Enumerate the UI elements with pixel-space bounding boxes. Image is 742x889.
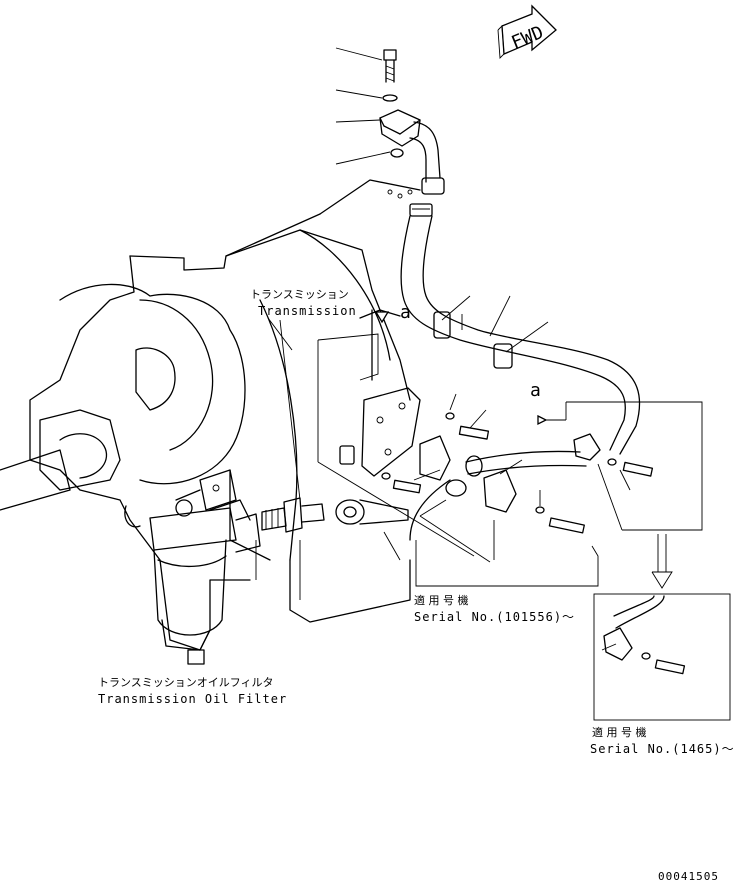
- serial-1465-label-jp: 適 用 号 機: [592, 726, 647, 739]
- serial-101556-label-en: Serial No.(101556)～: [414, 610, 576, 624]
- drawing-number: 00041505: [658, 870, 719, 883]
- serial-101556-frame: [415, 540, 599, 587]
- bracket-detail-box: [317, 309, 587, 563]
- transmission-label-en: Transmission: [258, 304, 357, 318]
- detail-a-top: a: [400, 302, 412, 323]
- top-fitting-parts: [335, 47, 421, 199]
- filter-label-jp: トランスミッションオイルフィルタ: [98, 676, 274, 689]
- right-detail-box: [537, 401, 703, 531]
- serial-1465-label-en: Serial No.(1465)～: [590, 742, 735, 756]
- oil-filter: [124, 469, 261, 665]
- union-fittings: [255, 497, 409, 600]
- serial-1465-inset: [593, 593, 731, 721]
- fwd-arrow-icon: FWD: [497, 4, 557, 60]
- transmission-label-jp: トランスミッション: [250, 288, 349, 301]
- detail-a-right: a: [530, 380, 542, 401]
- down-arrow-icon: [651, 534, 673, 589]
- filter-label-en: Transmission Oil Filter: [98, 692, 288, 706]
- serial-101556-label-jp: 適 用 号 機: [414, 594, 469, 607]
- transmission-housing: [0, 179, 421, 651]
- transmission-leader: [267, 317, 293, 351]
- pipe-upper: [400, 121, 641, 455]
